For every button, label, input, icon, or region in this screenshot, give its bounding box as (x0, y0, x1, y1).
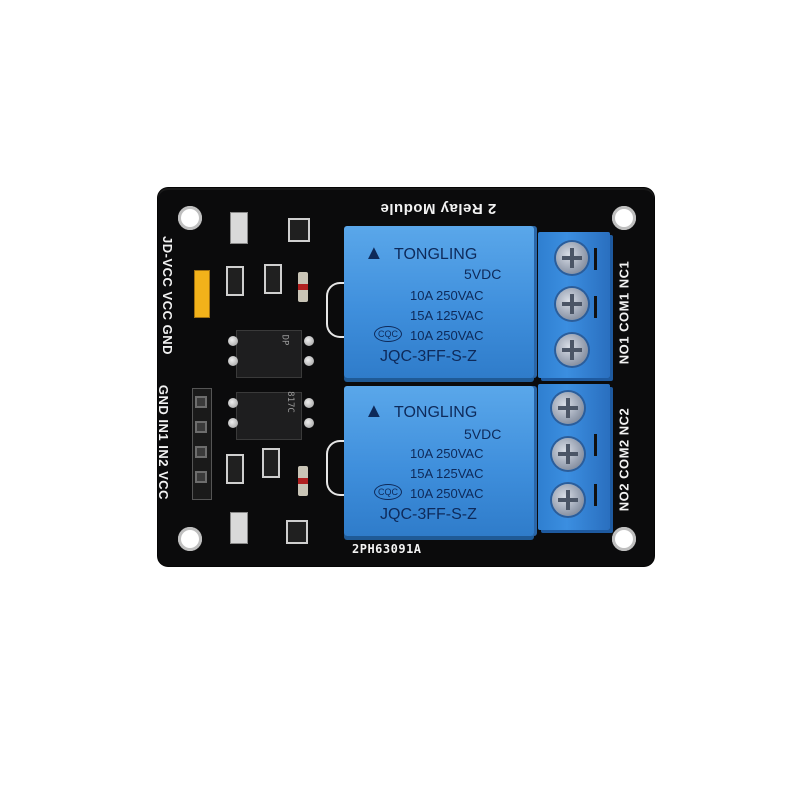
optocoupler-marking: 817C (284, 391, 295, 413)
optocoupler-marking: DP (279, 334, 290, 346)
resistor-r2 (264, 264, 282, 294)
relay-voltage: 5VDC (464, 426, 502, 442)
jumper-cap (194, 270, 210, 318)
relay-rating-2: 15A 125VAC (410, 466, 484, 481)
screw-terminal (552, 438, 584, 470)
relay-logo: ▲ (364, 400, 384, 422)
optocoupler-pin (304, 398, 314, 408)
relay-1: ▲ TONGLING 5VDC 10A 250VAC 15A 125VAC CQ… (344, 226, 534, 378)
header-pin (195, 446, 207, 458)
resistor-r4 (262, 448, 280, 478)
relay-logo: ▲ (364, 242, 384, 264)
relay-outline (326, 440, 350, 496)
relay-cert-badge: CQC (374, 326, 402, 342)
board-title: 2 Relay Module (380, 200, 497, 217)
optocoupler-pin (304, 336, 314, 346)
relay-model: JQC-3FF-S-Z (380, 506, 477, 523)
relay1-terminal-label: NO1 COM1 NC1 (616, 260, 632, 365)
transistor-top (288, 218, 310, 242)
led-indicator (230, 212, 248, 244)
optocoupler-pin (228, 418, 238, 428)
optocoupler-pin (304, 418, 314, 428)
input-header-label: GND IN1 IN2 VCC (156, 384, 172, 501)
header-pin (195, 396, 207, 408)
relay-cert-badge: CQC (374, 484, 402, 500)
optocoupler-pin (228, 336, 238, 346)
relay-rating-3: 10A 250VAC (410, 486, 484, 501)
relay-2: ▲ TONGLING 5VDC 10A 250VAC 15A 125VAC CQ… (344, 386, 534, 536)
relay-model: JQC-3FF-S-Z (380, 348, 477, 365)
header-pin (195, 471, 207, 483)
relay-rating-1: 10A 250VAC (410, 288, 484, 303)
terminal-divider (594, 296, 597, 318)
mounting-hole-bottom-right (612, 527, 636, 551)
relay2-terminal-label: NO2 COM2 NC2 (616, 407, 632, 512)
power-header-label: JD-VCC VCC GND (159, 236, 175, 355)
relay-brand: TONGLING (394, 404, 478, 421)
optocoupler-pin (304, 356, 314, 366)
screw-terminal (556, 334, 588, 366)
terminal-divider (594, 248, 597, 270)
led-indicator (230, 512, 248, 544)
transistor-bottom (286, 520, 308, 544)
optocoupler-2: 817C (236, 391, 302, 440)
diode-top (298, 272, 308, 302)
screw-terminal (556, 288, 588, 320)
terminal-divider (594, 434, 597, 456)
relay-brand: TONGLING (394, 246, 478, 263)
mounting-hole-top-right (612, 206, 636, 230)
terminal-divider (594, 484, 597, 506)
screw-terminal (552, 484, 584, 516)
optocoupler-pin (228, 398, 238, 408)
optocoupler-pin (228, 356, 238, 366)
screw-terminal (552, 392, 584, 424)
screw-terminal (556, 242, 588, 274)
relay-rating-2: 15A 125VAC (410, 308, 484, 323)
diode-bottom (298, 466, 308, 496)
relay-outline (326, 282, 350, 338)
relay-rating-3: 10A 250VAC (410, 328, 484, 343)
relay-voltage: 5VDC (464, 266, 502, 282)
relay-rating-1: 10A 250VAC (410, 446, 484, 461)
optocoupler-1: DP (236, 330, 302, 378)
resistor-r3 (226, 454, 244, 484)
board-serial: 2PH63091A (352, 542, 422, 556)
resistor-r1 (226, 266, 244, 296)
header-pin (195, 421, 207, 433)
mounting-hole-bottom-left (178, 527, 202, 551)
mounting-hole-top-left (178, 206, 202, 230)
